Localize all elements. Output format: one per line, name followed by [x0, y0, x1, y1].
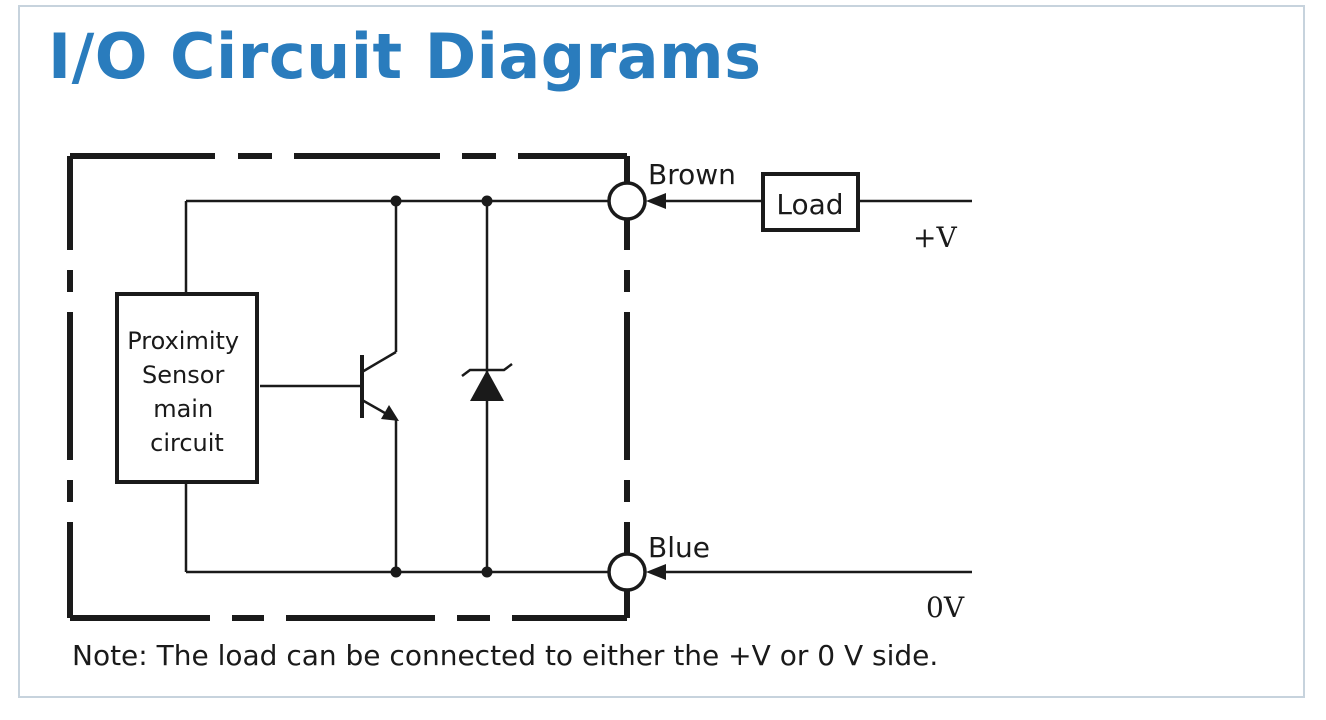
- blue-input-arrow-icon: [646, 564, 666, 580]
- sensor-main-circuit-block: [115, 292, 259, 484]
- sensor-block-label: Proximity Sensor main circuit: [127, 327, 247, 457]
- blue-wire-label: Blue: [648, 531, 710, 564]
- external-wiring: [660, 199, 972, 574]
- page-title: I/O Circuit Diagrams: [48, 20, 762, 93]
- npn-transistor-symbol: [360, 201, 398, 572]
- zener-diode-symbol: [461, 201, 513, 572]
- sensor-block-line-4: circuit: [150, 429, 224, 457]
- sensor-block-line-3: main: [153, 395, 213, 423]
- blue-terminal: [607, 552, 647, 592]
- brown-wire-label: Brown: [648, 158, 736, 191]
- brown-terminal: [607, 181, 647, 221]
- zero-volt-label: 0V: [926, 591, 965, 624]
- emitter-arrow-icon: [381, 405, 399, 421]
- junction-dots: [390, 195, 493, 578]
- sensor-housing-outline: [67, 153, 630, 621]
- brown-input-arrow-icon: [646, 193, 666, 209]
- sensor-block-line-2: Sensor: [142, 361, 224, 389]
- load-label: Load: [776, 188, 843, 221]
- positive-supply-label: +V: [913, 221, 957, 254]
- load-box: [761, 172, 860, 232]
- sensor-block-line-1: Proximity: [127, 327, 239, 355]
- footnote: Note: The load can be connected to eithe…: [72, 639, 939, 672]
